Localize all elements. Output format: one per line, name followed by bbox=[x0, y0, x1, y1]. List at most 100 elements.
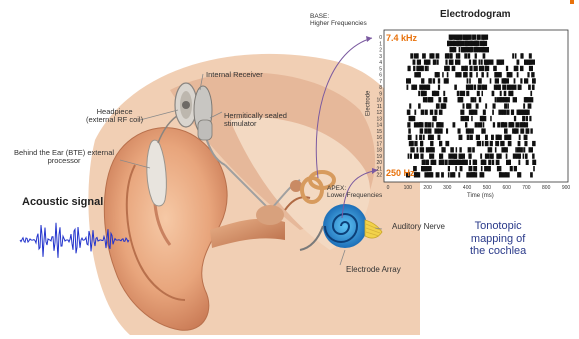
time-tick-label: 400 bbox=[463, 185, 472, 191]
time-tick-label: 600 bbox=[503, 185, 512, 191]
electrode-pulse bbox=[495, 97, 497, 102]
electrode-pulse bbox=[437, 60, 439, 65]
electrode-pulse bbox=[408, 154, 410, 159]
electrode-pulse bbox=[407, 85, 409, 90]
electrode-pulse bbox=[460, 110, 464, 115]
electrode-pulse bbox=[461, 91, 465, 96]
electrode-pulse bbox=[414, 154, 416, 159]
electrode-pulse bbox=[429, 53, 433, 58]
electrode-tick-label: 2 bbox=[379, 48, 382, 54]
electrode-pulse bbox=[509, 122, 513, 127]
electrode-pulse bbox=[461, 66, 465, 71]
electrode-pulse bbox=[470, 128, 472, 133]
electrode-pulse bbox=[529, 66, 533, 71]
electrode-pulse bbox=[428, 78, 432, 83]
electrode-pulse bbox=[493, 103, 496, 108]
electrode-pulse bbox=[445, 60, 447, 65]
electrode-pulse bbox=[428, 172, 432, 177]
time-tick-label: 200 bbox=[423, 185, 432, 191]
electrode-pulse bbox=[483, 122, 485, 127]
electrode-pulse bbox=[515, 66, 519, 71]
electrode-pulse bbox=[476, 135, 480, 140]
electrode-pulse bbox=[532, 160, 535, 165]
electrode-pulse bbox=[513, 97, 517, 102]
electrode-pulse bbox=[464, 41, 468, 46]
electrode-pulse bbox=[520, 78, 522, 83]
electrode-pulse bbox=[479, 60, 481, 65]
electrode-pulse bbox=[423, 135, 425, 140]
electrode-pulse bbox=[521, 53, 523, 58]
electrode-pulse bbox=[504, 128, 508, 133]
electrode-pulse bbox=[448, 172, 450, 177]
electrode-pulse bbox=[468, 53, 470, 58]
electrode-pulse bbox=[468, 147, 472, 152]
electrode-pulse bbox=[409, 141, 413, 146]
electrode-pulse bbox=[481, 160, 485, 165]
electrode-pulse bbox=[428, 122, 432, 127]
electrode-pulse bbox=[530, 91, 532, 96]
electrode-pulse bbox=[500, 141, 504, 146]
electrode-pulse bbox=[450, 35, 452, 40]
electrode-pulse bbox=[417, 147, 419, 152]
electrode-tick-label: 20 bbox=[376, 160, 382, 166]
electrode-pulse bbox=[475, 41, 478, 46]
electrode-pulse bbox=[443, 97, 447, 102]
electrode-pulse bbox=[481, 60, 483, 65]
electrode-pulse bbox=[466, 128, 470, 133]
electrode-pulse bbox=[431, 160, 434, 165]
electrode-pulse bbox=[523, 154, 525, 159]
electrode-pulse bbox=[501, 60, 504, 65]
electrode-pulse bbox=[460, 91, 462, 96]
electrode-pulse bbox=[471, 41, 473, 46]
electrode-pulse bbox=[522, 116, 525, 121]
electrode-pulse bbox=[408, 110, 410, 115]
electrode-pulse bbox=[494, 72, 498, 77]
internal-receiver-label: Internal Receiver bbox=[206, 71, 263, 79]
electrode-pulse bbox=[474, 160, 477, 165]
electrode-pulse bbox=[461, 116, 465, 121]
electrode-pulse bbox=[473, 166, 477, 171]
electrode-pulse bbox=[456, 35, 459, 40]
electrode-pulse bbox=[476, 72, 478, 77]
electrode-pulse bbox=[470, 85, 473, 90]
electrode-pulse bbox=[505, 122, 507, 127]
electrode-pulse bbox=[444, 78, 448, 83]
electrode-pulse bbox=[511, 110, 514, 115]
electrode-pulse bbox=[490, 147, 492, 152]
electrode-pulse bbox=[482, 141, 484, 146]
electrode-pulse bbox=[495, 141, 499, 146]
electrode-pulse bbox=[517, 72, 519, 77]
electrode-pulse bbox=[448, 166, 450, 171]
electrode-pulse bbox=[471, 97, 475, 102]
electrode-pulse bbox=[483, 85, 487, 90]
electrode-pulse bbox=[435, 91, 439, 96]
time-tick-label: 700 bbox=[522, 185, 531, 191]
electrode-tick-label: 13 bbox=[376, 116, 382, 122]
electrode-pulse bbox=[512, 53, 514, 58]
electrode-pulse bbox=[454, 85, 457, 90]
electrode-tick-label: 12 bbox=[376, 110, 382, 116]
electrode-pulse bbox=[474, 66, 478, 71]
electrode-tick-label: 17 bbox=[376, 141, 382, 147]
electrode-pulse bbox=[475, 47, 477, 52]
electrode-pulse bbox=[477, 141, 481, 146]
electrode-pulse bbox=[434, 128, 439, 133]
electrode-pulse bbox=[515, 53, 517, 58]
electrode-pulse bbox=[446, 66, 450, 71]
electrode-pulse bbox=[520, 128, 522, 133]
electrode-pulse bbox=[533, 166, 535, 171]
electrode-pulse bbox=[438, 72, 440, 77]
electrode-pulse bbox=[506, 97, 510, 102]
electrode-pulse bbox=[493, 122, 495, 127]
apex-label: APEX: Lower Frequencies bbox=[327, 185, 382, 199]
electrode-pulse bbox=[469, 160, 471, 165]
electrode-pulse bbox=[470, 72, 473, 77]
electrode-pulse bbox=[524, 78, 528, 83]
electrode-pulse bbox=[433, 78, 436, 83]
electrode-pulse bbox=[436, 53, 440, 58]
electrode-pulse bbox=[506, 66, 508, 71]
freq-high-label: 7.4 kHz bbox=[386, 33, 417, 43]
electrode-pulse bbox=[450, 147, 454, 152]
electrode-pulse bbox=[460, 41, 464, 46]
electrode-pulse bbox=[418, 91, 420, 96]
